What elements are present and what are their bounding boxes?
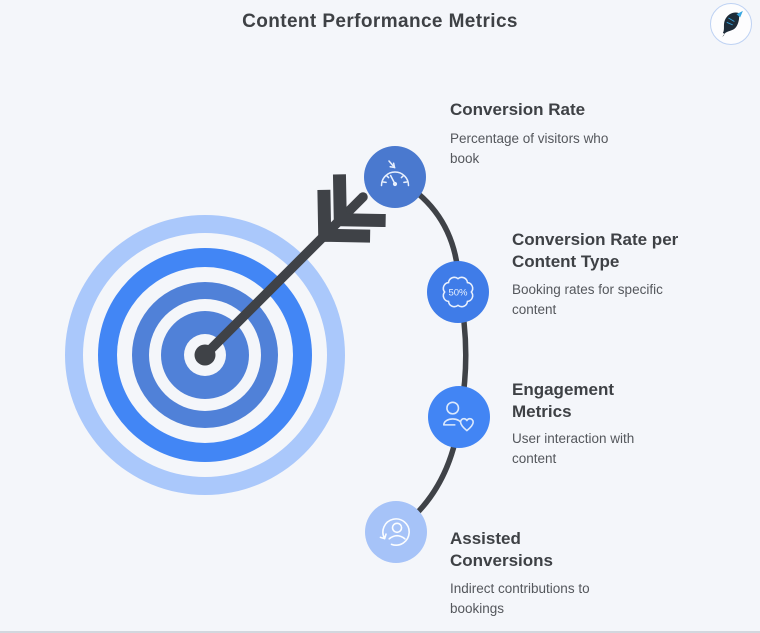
logo-badge[interactable] <box>710 3 752 45</box>
item-title-engagement-metrics: Engagement Metrics <box>512 380 615 422</box>
arrow-fletching <box>317 174 386 243</box>
item-title-conversion-rate: Conversion Rate <box>450 100 586 119</box>
item-title-assisted-conversions: Assisted Conversions <box>450 529 553 571</box>
person-heart-icon <box>442 401 474 432</box>
arrow-illustration <box>194 174 386 366</box>
arrow-tip-dot <box>194 344 216 366</box>
percent-badge-icon: 50% <box>442 276 474 308</box>
page-title: Content Performance Metrics <box>242 11 518 32</box>
node-engagement-metrics <box>428 386 490 448</box>
badge-percent-label: 50% <box>448 288 468 299</box>
timeline-connector-curve <box>394 176 469 532</box>
bottom-edge-divider <box>0 631 760 633</box>
person-cycle-icon <box>379 518 410 546</box>
dart-quill-icon <box>722 10 743 38</box>
item-desc-conversion-rate: Percentage of visitors who book <box>450 131 609 167</box>
item-title-conversion-rate-per-type: Conversion Rate per Content Type <box>512 230 679 272</box>
node-conversion-rate-per-type: 50% <box>427 261 489 323</box>
item-desc-engagement-metrics: User interaction with content <box>512 431 635 467</box>
item-desc-assisted-conversions: Indirect contributions to bookings <box>450 581 590 617</box>
node-conversion-rate <box>364 146 426 208</box>
node-assisted-conversions <box>365 501 427 563</box>
gauge-down-arrow-icon <box>380 160 410 187</box>
item-desc-conversion-rate-per-type: Booking rates for specific content <box>512 282 663 318</box>
